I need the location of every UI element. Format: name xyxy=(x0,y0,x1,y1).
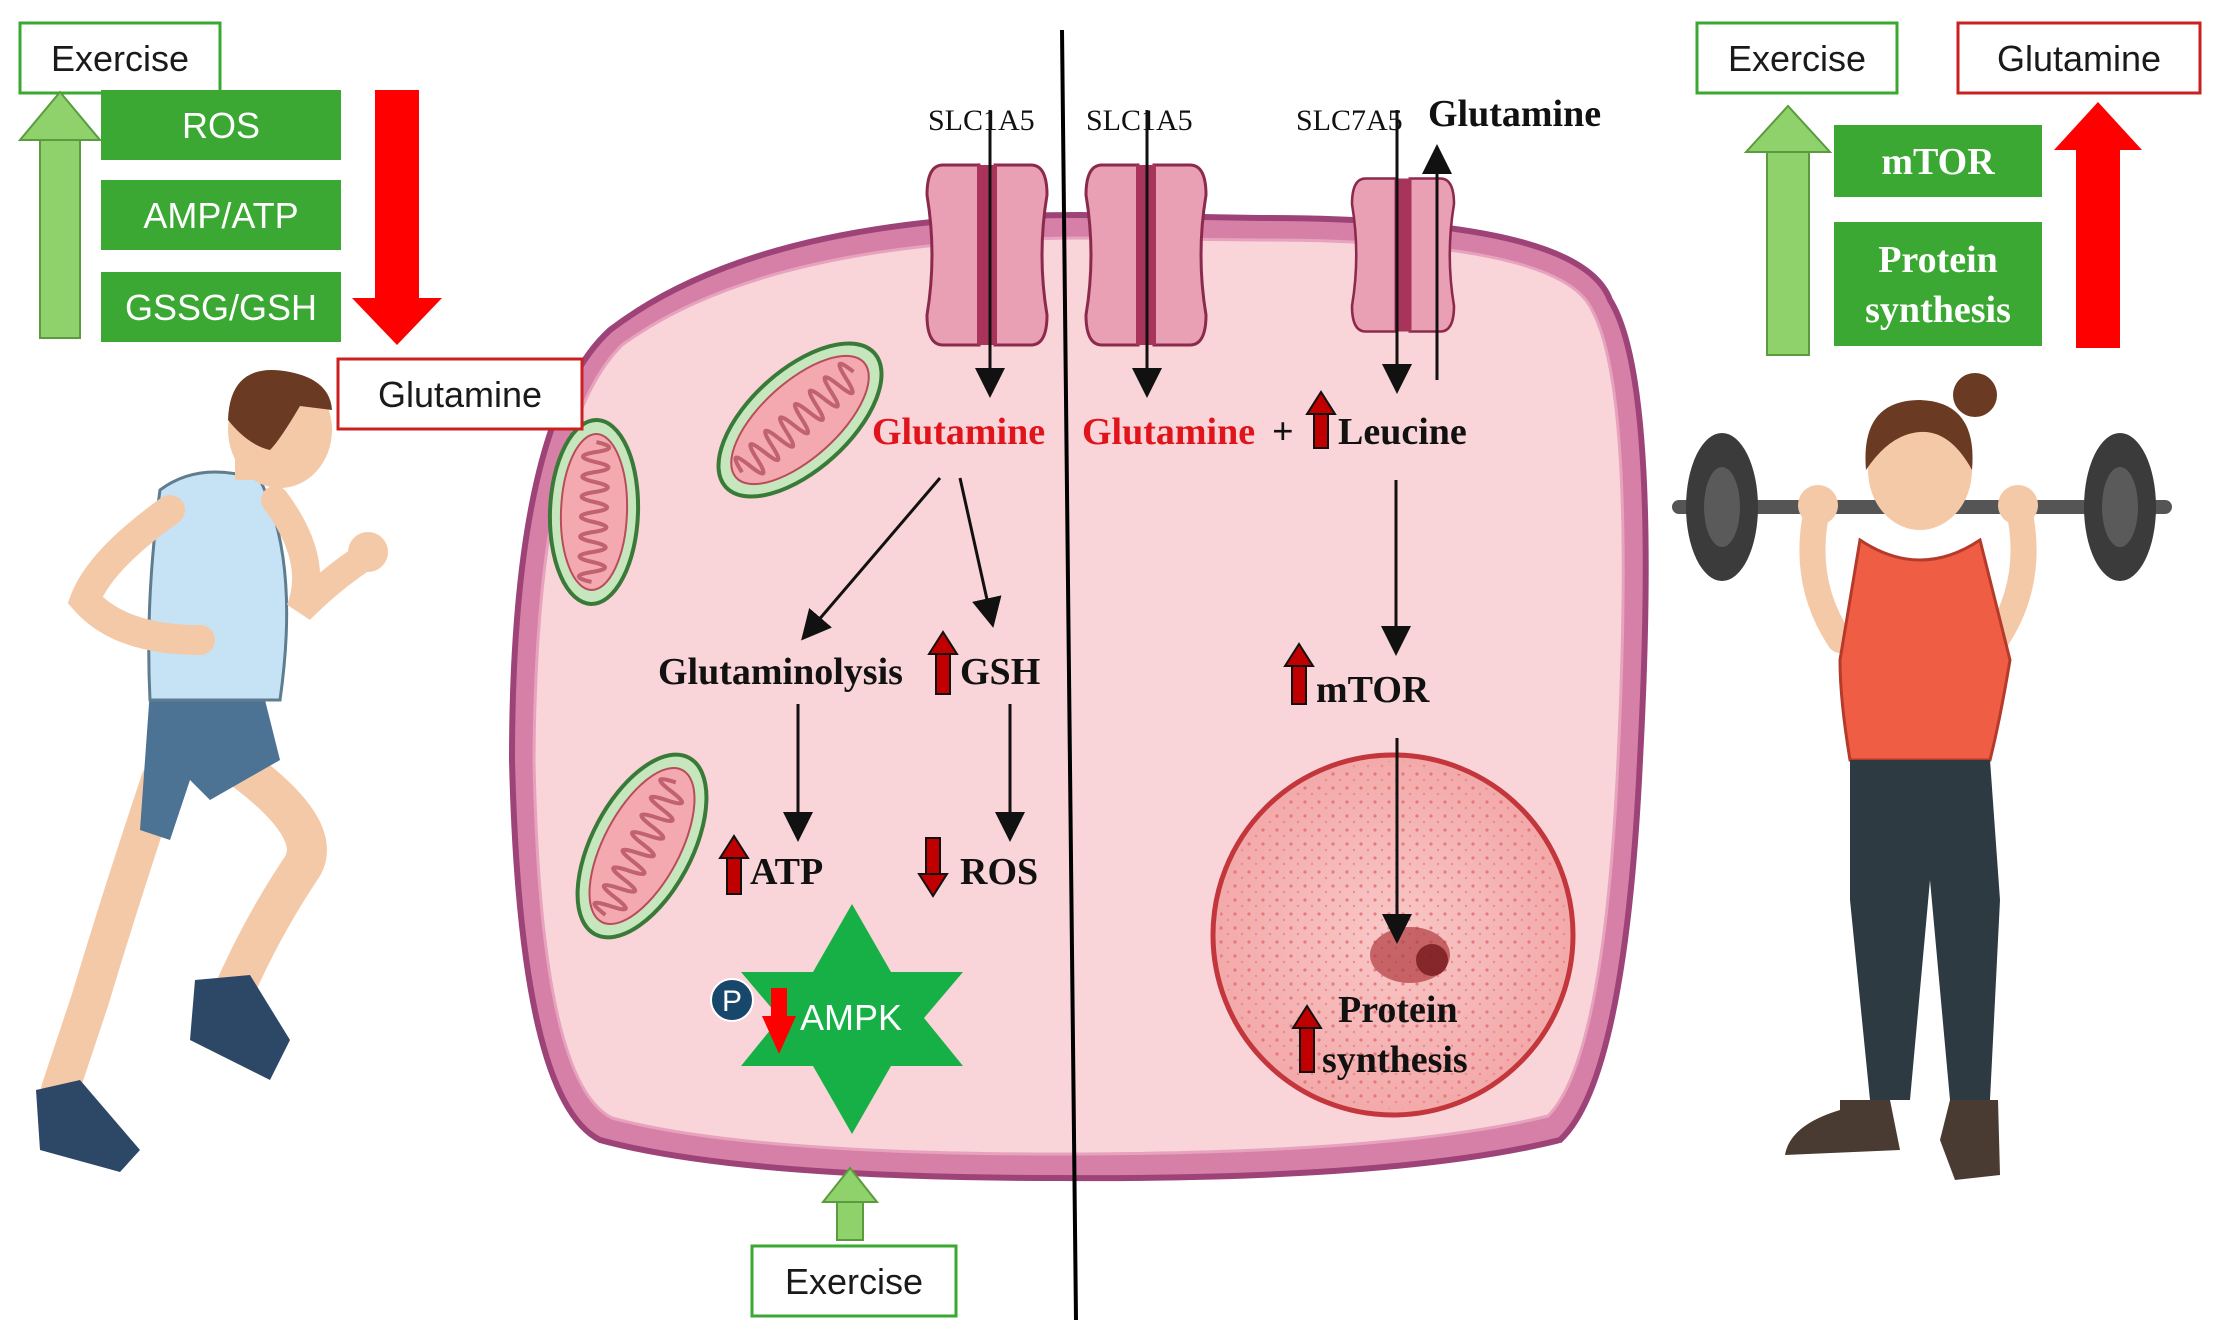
cell-glutamine-left: Glutamine xyxy=(872,411,1045,453)
arrow xyxy=(801,477,942,641)
arrow xyxy=(958,477,1002,628)
phospho-label: P xyxy=(722,985,742,1018)
exercise-label-left: Exercise xyxy=(51,38,189,79)
marker-box-gssg-gsh xyxy=(101,272,341,342)
protein-label-line2: synthesis xyxy=(1322,1039,1468,1081)
mitochondrion-icon xyxy=(547,418,641,606)
efflux-glutamine-label: Glutamine xyxy=(1428,93,1601,135)
glutamine-box-right xyxy=(1956,21,2202,95)
gsh-label: GSH xyxy=(960,651,1040,693)
atp-label: ATP xyxy=(750,851,823,893)
up-arrow-icon xyxy=(1743,104,1833,356)
plus-sign: + xyxy=(1272,411,1294,453)
weightlifter-icon xyxy=(1672,373,2172,1180)
up-arrow-icon xyxy=(2054,102,2142,348)
marker-box-ros xyxy=(101,90,341,160)
glutaminolysis-label: Glutaminolysis xyxy=(658,651,903,693)
down-arrow-icon xyxy=(762,988,796,1054)
transporter-label-slc7a5: SLC7A5 xyxy=(1296,104,1403,137)
transporter-label-slc1a5-right: SLC1A5 xyxy=(1086,104,1193,137)
down-arrow-icon xyxy=(917,837,949,898)
cell-glutamine-right: Glutamine xyxy=(1082,411,1255,453)
runner-icon xyxy=(36,370,388,1172)
down-arrow-icon xyxy=(352,90,442,345)
ros-label: ROS xyxy=(960,851,1038,893)
mitochondrion-icon xyxy=(716,341,884,499)
transporter-icon xyxy=(925,163,1049,347)
up-arrow-icon xyxy=(820,1166,880,1241)
mitochondrion-icon xyxy=(575,752,709,940)
leucine-label: Leucine xyxy=(1338,411,1467,453)
glutamine-box-left xyxy=(336,357,584,431)
exercise-box-bottom xyxy=(750,1244,958,1318)
marker-protein-label-line1: Protein xyxy=(1878,239,1998,281)
up-arrow-icon xyxy=(1291,1004,1323,1073)
transporter-label-slc1a5-left: SLC1A5 xyxy=(928,104,1035,137)
mtor-label-cell: mTOR xyxy=(1316,669,1430,711)
up-arrow-icon xyxy=(1283,642,1315,705)
glutamine-label-right: Glutamine xyxy=(1997,38,2161,79)
marker-amp-atp-label: AMP/ATP xyxy=(143,195,298,236)
up-arrow-icon xyxy=(17,90,103,339)
transporter-icon xyxy=(1350,177,1456,333)
phospho-badge: P xyxy=(710,978,754,1022)
ampk-label: AMPK xyxy=(800,997,902,1038)
protein-label-line1: Protein xyxy=(1338,989,1458,1031)
up-arrow-icon xyxy=(718,834,750,895)
up-arrow-icon xyxy=(1305,390,1337,449)
marker-box-amp-atp xyxy=(101,180,341,250)
exercise-label-bottom: Exercise xyxy=(785,1261,923,1302)
marker-mtor-label: mTOR xyxy=(1881,141,1995,183)
marker-ros-label: ROS xyxy=(182,105,260,146)
exercise-box-left xyxy=(18,21,222,95)
marker-box-mtor xyxy=(1834,125,2042,197)
marker-box-protein-synthesis xyxy=(1834,222,2042,346)
divider-line xyxy=(1060,29,1078,1321)
marker-gssg-gsh-label: GSSG/GSH xyxy=(125,287,317,328)
ampk-star-icon xyxy=(741,904,963,1134)
glutamine-label-left: Glutamine xyxy=(378,374,542,415)
marker-protein-label-line2: synthesis xyxy=(1865,289,2011,331)
exercise-label-right: Exercise xyxy=(1728,38,1866,79)
up-arrow-icon xyxy=(927,630,959,695)
exercise-box-right xyxy=(1695,21,1899,95)
